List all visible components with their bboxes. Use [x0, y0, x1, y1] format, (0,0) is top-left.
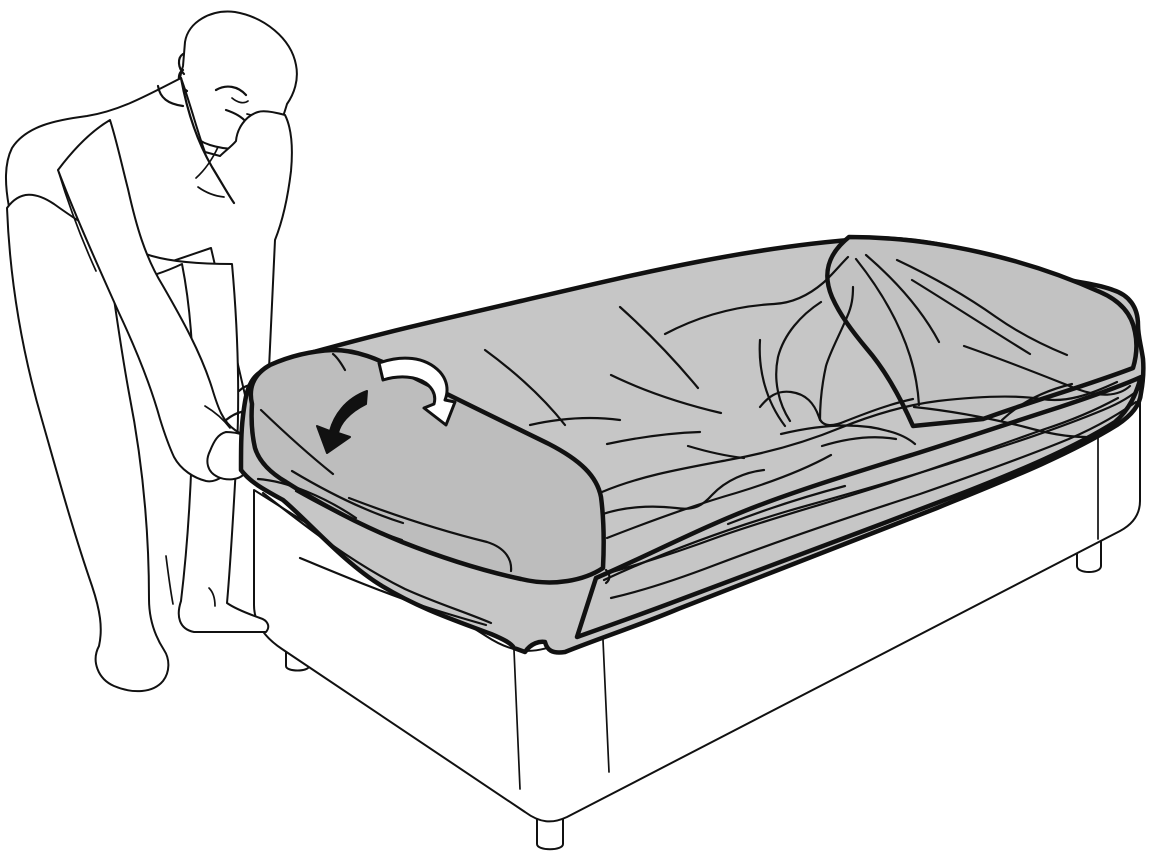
illustration-canvas [0, 0, 1149, 858]
assembly-instruction-illustration [0, 0, 1149, 858]
